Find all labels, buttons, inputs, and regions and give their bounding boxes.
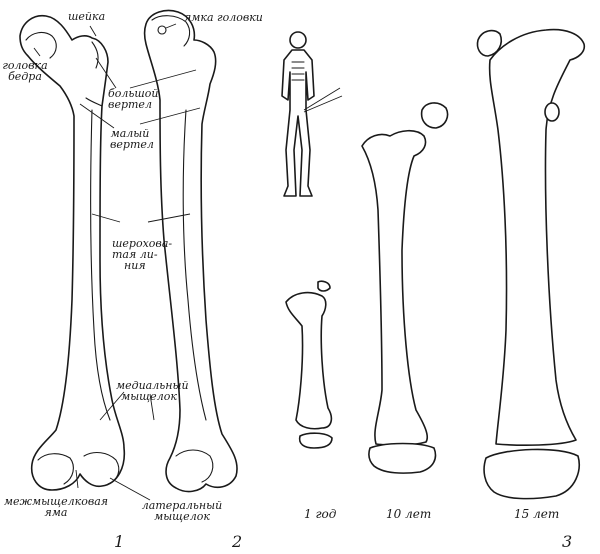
label-femoral-head: головка бедра (2, 60, 48, 82)
femur-10-years (361, 102, 449, 474)
label-intercondylar-fossa-line1: межмыщелковая (3, 495, 109, 508)
figure-number-3: 3 (562, 532, 573, 551)
femur-posterior-view (143, 9, 238, 493)
age-label-10-years: 10 лет (386, 507, 432, 521)
label-medial-condyle-line2: мыщелок (121, 390, 177, 403)
label-lesser-trochanter-line1: малый (110, 127, 150, 140)
label-medial-condyle-line1: медиальный (116, 379, 189, 392)
label-femoral-head-line2: бедра (8, 70, 42, 83)
femur-2-head-contour (151, 15, 191, 47)
label-intercondylar-fossa: межмыщелковая яма (2, 496, 110, 518)
label-head-fovea: ямка головки (184, 11, 263, 24)
femur-2-condyle-contour (175, 449, 214, 483)
label-medial-condyle: медиальный мыщелок (116, 379, 189, 403)
label-intercondylar-fossa-line2: яма (44, 506, 68, 519)
femur-1-head-contour (25, 31, 57, 59)
label-linea-aspera-line3: ния (124, 259, 146, 272)
femur-2-fovea (157, 25, 167, 35)
skeleton-silhouette (281, 31, 343, 197)
age-label-15-years: 15 лет (514, 507, 560, 521)
label-linea-aspera: шерохова- тая ли- ния (112, 238, 172, 271)
label-lateral-condyle: латеральный мыщелок (138, 500, 226, 522)
femur-anterior-view (19, 14, 126, 491)
label-lateral-condyle-line1: латеральный (141, 499, 223, 512)
label-lesser-trochanter: малый вертел (110, 127, 154, 151)
label-linea-aspera-line1: шерохова- (112, 237, 173, 250)
label-greater-trochanter-line2: вертел (108, 98, 152, 111)
label-greater-trochanter-line1: большой (108, 87, 159, 100)
femur-2-outline (143, 9, 238, 493)
label-neck: шейка (68, 10, 106, 23)
femur-1-year (285, 280, 333, 449)
femur-2-shaft-line (182, 109, 207, 421)
femur-1-condyle-contour (37, 451, 120, 485)
label-linea-aspera-line2: тая ли- (112, 248, 158, 261)
femur-1-trochanter-contour (85, 41, 103, 107)
femur-1-shaft-line (90, 109, 111, 421)
figure-number-2: 2 (232, 532, 243, 551)
label-lateral-condyle-line2: мыщелок (154, 510, 210, 523)
figure-number-1: 1 (114, 532, 125, 551)
femur-15-years (476, 28, 586, 500)
label-leader-lines (33, 23, 201, 501)
label-lesser-trochanter-line2: вертел (110, 138, 154, 151)
label-greater-trochanter: большой вертел (108, 87, 159, 111)
age-label-1-year: 1 год (304, 507, 337, 521)
label-femoral-head-line1: головка (2, 59, 48, 72)
